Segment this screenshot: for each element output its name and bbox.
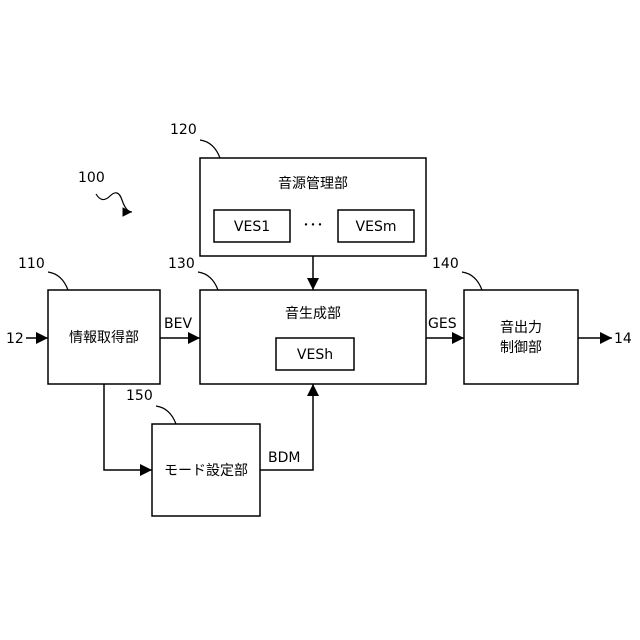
ref-130: 130 (168, 256, 195, 272)
ref-100: 100 (78, 170, 105, 186)
ref-150: 150 (126, 388, 153, 404)
signal-output-label: 14 (614, 331, 632, 347)
sound-generation-label: 音生成部 (285, 305, 341, 322)
signal-ges-label: GES (428, 316, 457, 332)
vesm-label: VESm (356, 219, 397, 235)
ref-150-leader (156, 406, 176, 424)
vesh-label: VESh (297, 347, 333, 363)
sound-source-manager-label: 音源管理部 (278, 175, 348, 192)
signal-bdm-label: BDM (268, 450, 300, 466)
ref-110: 110 (18, 256, 45, 272)
ref-100-leader (96, 193, 132, 212)
ref-120-leader (200, 140, 220, 158)
ref-130-leader (198, 272, 218, 290)
info-acquisition-label: 情報取得部 (69, 329, 139, 346)
ves1-label: VES1 (234, 219, 270, 235)
ref-120: 120 (170, 122, 197, 138)
ves-ellipsis: ･･･ (303, 218, 324, 234)
sound-output-control-box (464, 290, 578, 384)
sound-output-control-label-line2: 制御部 (500, 340, 542, 356)
signal-input-label: 12 (6, 331, 24, 347)
ref-140-leader (462, 272, 482, 290)
signal-bev-label: BEV (164, 316, 192, 332)
sound-output-control-label-line1: 音出力 (500, 319, 542, 336)
mode-setting-label: モード設定部 (164, 463, 248, 479)
ref-110-leader (48, 272, 68, 290)
ref-140: 140 (432, 256, 459, 272)
